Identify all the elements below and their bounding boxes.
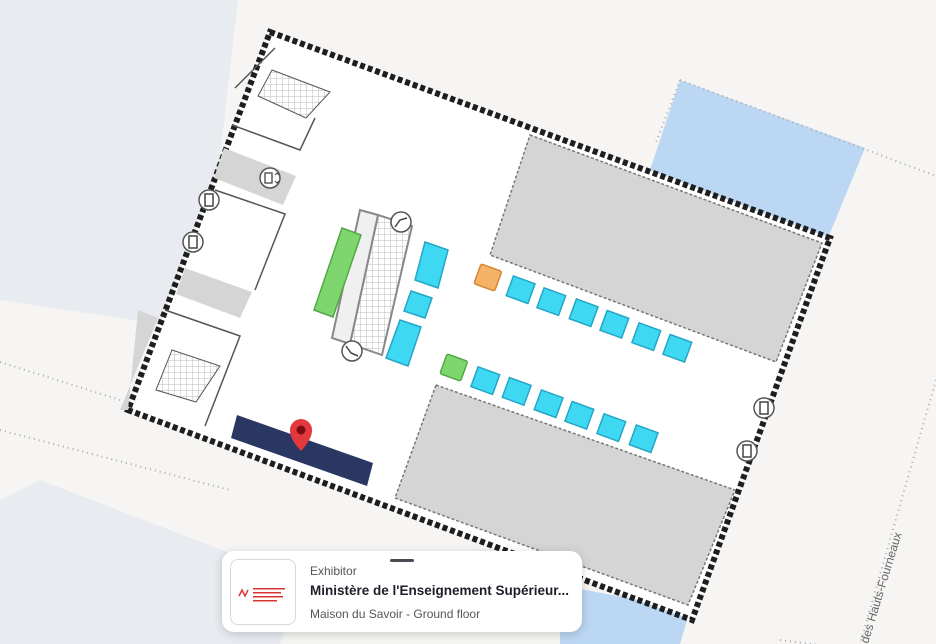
room-left-2 (176, 268, 252, 318)
exhibitor-name[interactable]: Ministère de l'Enseignement Supérieur... (310, 583, 570, 598)
interior-walls (164, 47, 316, 427)
room-top-right (489, 134, 823, 363)
room-bottom-right (394, 384, 736, 606)
drag-handle[interactable] (390, 559, 414, 562)
booth-orange[interactable] (473, 263, 502, 292)
door-icon[interactable] (736, 440, 758, 462)
exhibitor-location: Maison du Savoir - Ground floor (310, 607, 481, 621)
elevator-icon[interactable] (259, 167, 281, 189)
water-area-bottom (560, 585, 690, 644)
selected-booth[interactable] (231, 415, 373, 486)
escalator-down-icon[interactable] (341, 340, 363, 362)
street-label: des Hauts-Fourneaux (857, 530, 904, 644)
door-icon[interactable] (753, 397, 775, 419)
plot-boundaries (0, 79, 936, 644)
room-left-3 (120, 310, 158, 410)
booth-green-large[interactable] (313, 227, 362, 318)
escalator-up-icon[interactable] (390, 211, 412, 233)
card-kicker: Exhibitor (310, 564, 357, 578)
booth-green-small[interactable] (439, 353, 468, 382)
door-icon[interactable] (198, 189, 220, 211)
parcel-left (0, 0, 238, 330)
booth-row-bottom[interactable] (469, 365, 659, 454)
stairs-bottom (155, 349, 221, 403)
door-icon[interactable] (182, 231, 204, 253)
room-left-1 (214, 148, 296, 205)
corridor-right (675, 340, 780, 474)
location-pin-icon[interactable] (290, 419, 312, 451)
booths-cyan-left[interactable] (385, 241, 449, 367)
exhibitor-card[interactable]: Exhibitor Ministère de l'Enseignement Su… (222, 551, 582, 632)
water-area (650, 80, 865, 238)
exhibitor-logo (230, 559, 296, 625)
stairs-top (257, 69, 331, 119)
booth-row-top[interactable] (505, 274, 693, 364)
